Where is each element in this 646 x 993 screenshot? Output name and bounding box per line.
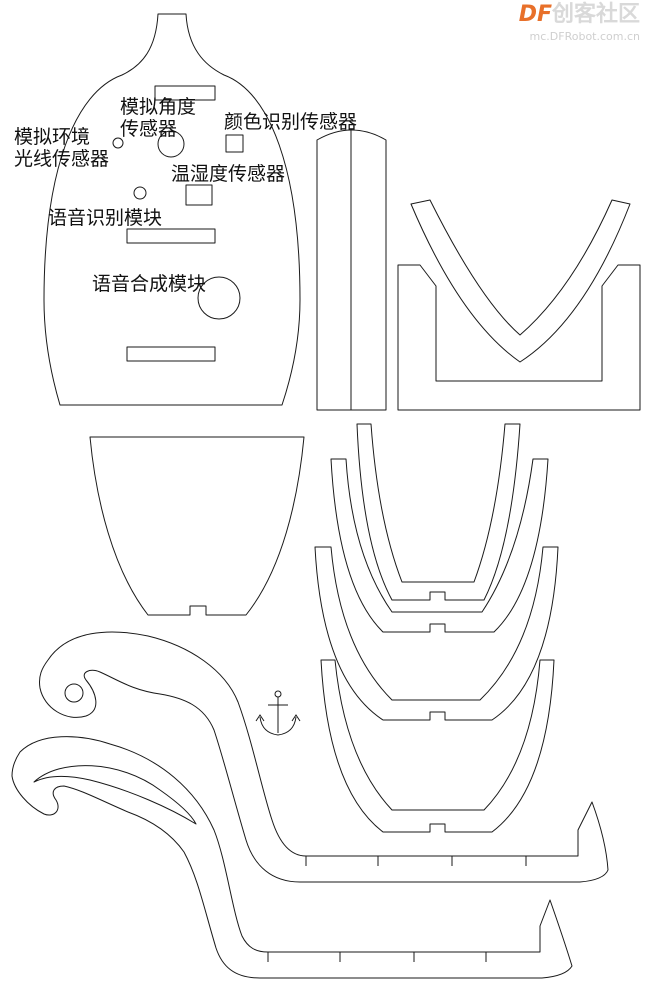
rail-scroll-hole-upper [64, 683, 84, 703]
hull-rib-4 [320, 659, 555, 833]
color-sensor-window [225, 134, 244, 153]
color-sensor-label: 颜色识别传感器 [224, 111, 358, 133]
watermark-logo: DF创客社区 [519, 2, 640, 28]
mast-plank [316, 129, 387, 411]
vase-panel [43, 13, 301, 406]
humidity-sensor-label: 温湿度传感器 [171, 163, 286, 185]
angle-sensor-label: 模拟角度 传感器 [120, 96, 196, 140]
ambient-light-sensor-label-line2: 光线传感器 [14, 148, 110, 170]
rail-notches-lower [267, 952, 487, 962]
ambient-light-sensor-label-line1: 模拟环境 [14, 126, 91, 148]
vase-slot-top [154, 85, 216, 101]
watermark-brand-cn: 创客社区 [551, 2, 640, 27]
voice-hole [133, 186, 147, 200]
hull-bowl [89, 436, 305, 616]
light-sensor-hole [112, 137, 124, 149]
vase-slot-middle [126, 228, 216, 244]
angle-sensor-label-line1: 模拟角度 [120, 96, 197, 118]
angle-sensor-hole [157, 130, 185, 158]
angle-sensor-label-line2: 传感器 [120, 118, 178, 140]
rail-notches-upper [305, 856, 527, 866]
hull-rib-1 [356, 423, 521, 601]
side-rail-lower [11, 736, 573, 979]
hull-rib-2 [330, 458, 549, 633]
speaker-hole [197, 276, 241, 320]
hull-rib-3 [314, 546, 559, 721]
watermark-url: mc.DFRobot.com.cn [529, 30, 640, 43]
side-rail-upper [39, 631, 609, 883]
speech-synthesis-label: 语音合成模块 [92, 273, 207, 295]
ambient-light-sensor-label: 模拟环境 光线传感器 [14, 126, 109, 170]
anchor-icon [255, 690, 301, 736]
humidity-sensor-window [185, 184, 213, 206]
rail-inner-curl [33, 765, 197, 825]
watermark-brand: DF [518, 2, 552, 27]
voice-recognition-label: 语音识别模块 [48, 207, 163, 229]
v-bracket [410, 199, 631, 363]
u-tray [397, 264, 641, 411]
vase-slot-bottom [126, 346, 216, 362]
